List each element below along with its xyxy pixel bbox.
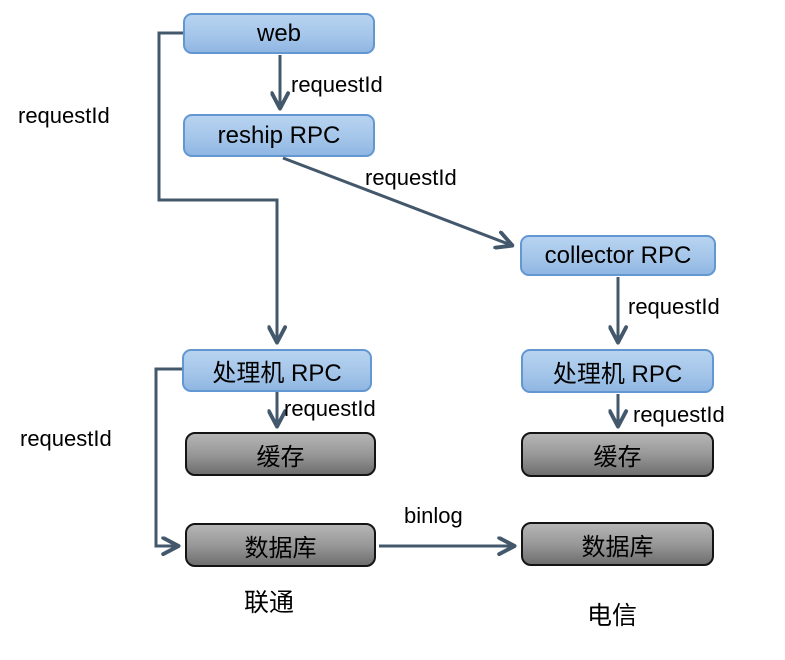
edge-label-web-reship: requestId (291, 72, 383, 97)
group-label-telecom: 电信 (587, 603, 638, 630)
node-cache-right[interactable]: 缓存 (521, 432, 714, 477)
edge-label-processor-right-cache: requestId (633, 402, 725, 427)
node-database-right[interactable]: 数据库 (521, 522, 714, 566)
edge-reship-to-collector-arrow (282, 156, 511, 245)
edge-label-web-processor-left: requestId (18, 103, 110, 128)
node-reship-rpc[interactable]: reship RPC (183, 114, 375, 157)
node-cache-left[interactable]: 缓存 (185, 432, 376, 476)
edge-label-binlog: binlog (404, 503, 463, 528)
node-collector-rpc[interactable]: collector RPC (520, 235, 716, 276)
edge-web-to-processor-left-arrow (157, 31, 277, 341)
edge-label-processor-left-cache: requestId (284, 396, 376, 421)
node-web[interactable]: web (183, 13, 375, 54)
edge-processor-left-to-db-left-arrow (154, 367, 182, 546)
group-label-unicom: 联通 (244, 590, 295, 617)
edge-label-reship-collector: requestId (365, 165, 457, 190)
node-database-left[interactable]: 数据库 (185, 523, 376, 567)
node-processor-rpc-right[interactable]: 处理机 RPC (521, 349, 714, 393)
edge-label-processor-left-db: requestId (20, 426, 112, 451)
edge-label-collector-processor-right: requestId (628, 294, 720, 319)
node-processor-rpc-left[interactable]: 处理机 RPC (182, 349, 372, 392)
